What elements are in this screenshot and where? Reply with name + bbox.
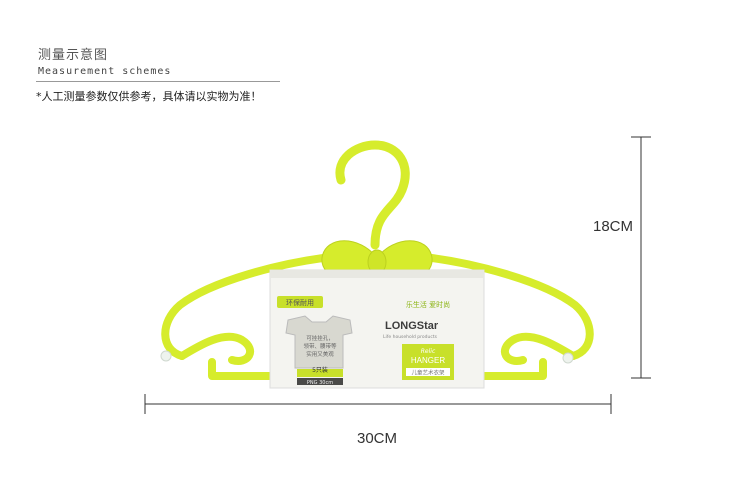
count-text: 5只装 (312, 366, 328, 374)
height-dimension-line (631, 136, 651, 379)
page-subtitle: Measurement schemes (38, 66, 172, 77)
shirt-icon (285, 315, 353, 369)
brand-sub: Life household products (383, 334, 438, 340)
badge-sub: Relic (421, 348, 436, 355)
badge-cn: 儿童艺术衣架 (411, 369, 445, 377)
slogan-text: 乐生活 爱时尚 (406, 300, 450, 309)
left-arm-clip (160, 350, 172, 362)
title-divider (36, 81, 280, 82)
badge-title: HANGER (411, 356, 445, 365)
size-text: PNG 30cm (307, 380, 333, 386)
card-text-2: 领带、腰带等 (303, 342, 337, 350)
width-label: 30CM (357, 430, 398, 447)
height-label: 18CM (593, 218, 634, 235)
hanger-hook (335, 140, 410, 250)
page-title: 测量示意图 (38, 48, 109, 63)
disclaimer-note: *人工测量参数仅供参考，具体请以实物为准！ (36, 90, 262, 103)
brand-logo: LONGStar (385, 320, 439, 332)
card-text-1: 可挂挂孔， (306, 334, 334, 342)
right-arm-clip (562, 352, 574, 364)
eco-tag-text: 环保耐用 (286, 298, 314, 307)
width-dimension-line (144, 394, 612, 414)
packaging-card: 环保耐用 5只装 PNG 30cm 可挂挂孔， 领带、腰带等 实用又美观 乐生活… (269, 269, 485, 389)
card-text-3: 实用又美观 (306, 350, 334, 358)
